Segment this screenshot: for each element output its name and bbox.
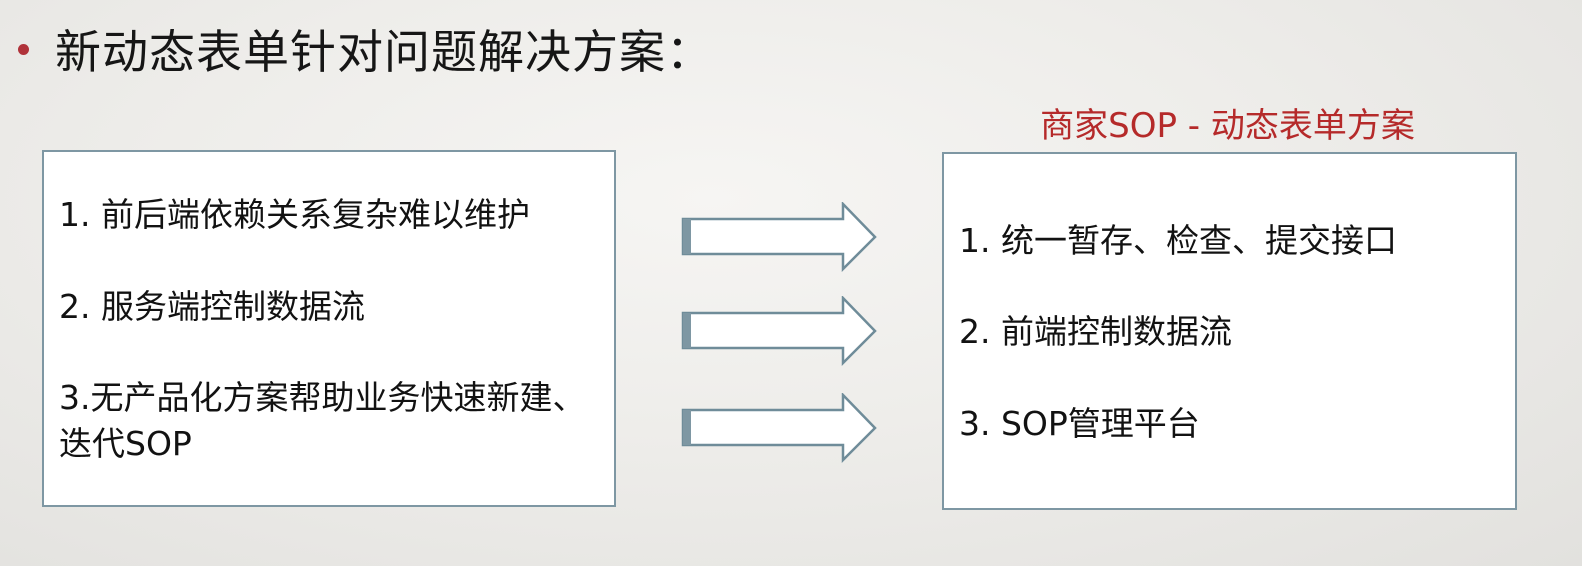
- solution-item-2: 2. 前端控制数据流: [959, 312, 1232, 351]
- solutions-box: 1. 统一暂存、检查、提交接口 2. 前端控制数据流 3. SOP管理平台: [942, 152, 1517, 510]
- right-arrow-icon: [681, 202, 877, 272]
- problem-item-1: 1. 前后端依赖关系复杂难以维护: [59, 195, 530, 234]
- right-arrow-icon: [681, 393, 877, 463]
- solution-item-3: 3. SOP管理平台: [959, 404, 1200, 443]
- problems-box: 1. 前后端依赖关系复杂难以维护 2. 服务端控制数据流 3.无产品化方案帮助业…: [42, 150, 616, 507]
- problem-item-2: 2. 服务端控制数据流: [59, 287, 365, 326]
- right-arrow-icon: [681, 296, 877, 366]
- bullet-icon: [18, 43, 29, 55]
- heading-text: 新动态表单针对问题解决方案：: [55, 25, 713, 79]
- solution-item-1: 1. 统一暂存、检查、提交接口: [959, 221, 1397, 260]
- solution-title: 商家SOP - 动态表单方案: [1040, 106, 1415, 146]
- slide-heading: 新动态表单针对问题解决方案：: [18, 14, 713, 84]
- problem-item-3: 3.无产品化方案帮助业务快速新建、迭代SOP: [59, 378, 586, 463]
